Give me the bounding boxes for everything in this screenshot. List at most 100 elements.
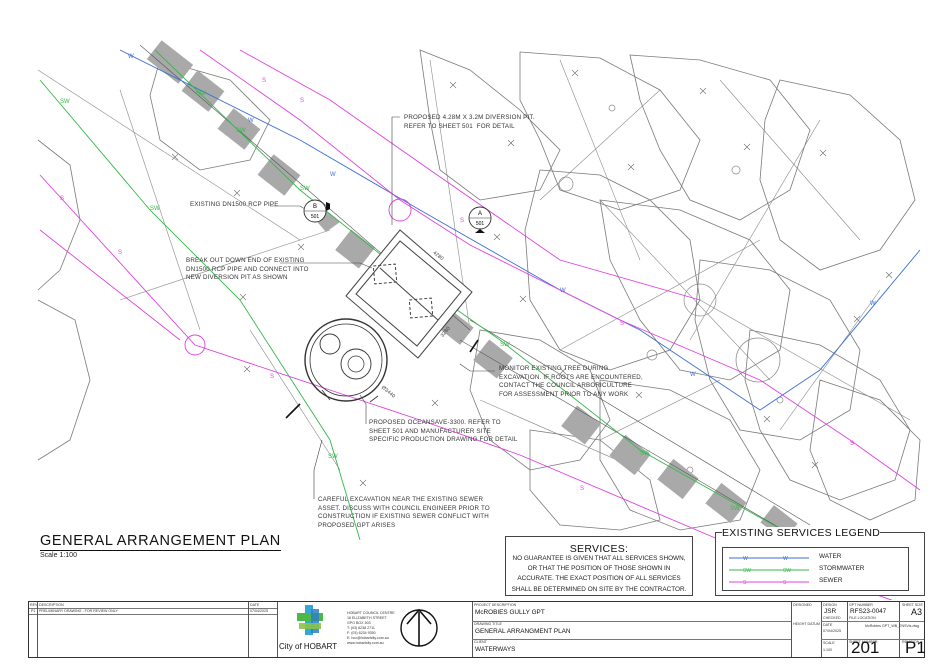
section-marker-a[interactable]: A 501 (465, 203, 495, 233)
council-line: F: (03) 6234 9350 (347, 631, 376, 635)
svg-text:SW: SW (640, 451, 650, 457)
project-value: McROBIES GULLY GPT (475, 609, 545, 616)
checked-label: CHECKED (823, 616, 841, 620)
design-value: JSR (824, 608, 837, 615)
client-label: CLIENT (474, 640, 487, 644)
council-line: E: hcc@hobartcity.com.au (347, 636, 389, 640)
note-oceansave: PROPOSED OCEANSAVE-3300. REFER TO SHEET … (369, 419, 518, 444)
rev-date: 07/04/2025 (250, 609, 268, 613)
scale-label: SCALE (823, 641, 835, 645)
diversion-pit (345, 229, 473, 359)
revision-value: P1 (905, 638, 926, 657)
council-line: GPO BOX 503 (347, 621, 371, 625)
project-label: PROJECT DESCRIPTION (474, 603, 517, 607)
services-note: SERVICES: NO GUARANTEE IS GIVEN THAT ALL… (505, 536, 693, 596)
council-line: T: (03) 6238 2711 (347, 626, 375, 630)
design-label: DESIGN (823, 603, 837, 607)
drawing-title: GENERAL ARRANGEMENT PLAN (40, 533, 281, 551)
note-monitor-tree: MONITOR EXISTING TREE DURING EXCAVATION.… (499, 365, 643, 398)
services-heading: SERVICES: (569, 543, 629, 555)
svg-text:W: W (743, 556, 748, 562)
svg-text:SW: SW (150, 206, 160, 212)
svg-text:S: S (783, 580, 787, 586)
sheet-size-label: SHEET SIZE (902, 603, 923, 607)
gpt-number-value: RFS23-0047 (850, 608, 887, 615)
sheet-number-value: 201 (851, 638, 880, 657)
svg-text:SW: SW (196, 91, 206, 97)
sheet-number-label: SHEET NUMBER (849, 640, 878, 644)
svg-text:S: S (850, 441, 854, 447)
legend-label-water: WATER (819, 553, 842, 560)
svg-text:S: S (300, 98, 304, 104)
date-header: DATE (250, 603, 260, 607)
scale-value: 1:100 (823, 648, 832, 652)
client-value: WATERWAYS (475, 646, 516, 653)
section-marker-b-sheet: 501 (311, 214, 320, 220)
svg-text:S: S (580, 486, 584, 492)
height-datum-label: HEIGHT DATUM (793, 622, 821, 626)
stormwater-line-icon: SW SW (729, 568, 809, 574)
file-location-label: FILE LOCATION (849, 616, 876, 620)
title-block: REV DESCRIPTION DATE P1 PRELIMINARY DRAW… (28, 601, 926, 658)
note-break-out: BREAK OUT DOWN END OF EXISTING DN1500 RC… (186, 257, 309, 282)
service-line-codes: W W W W W W SW SW SW SW SW SW SW SW SW S S S S S S… (60, 54, 876, 547)
sewer-line-icon: S S (729, 580, 809, 586)
drawing-title-value: GENERAL ARRANGMENT PLAN (475, 628, 571, 635)
date-label: DATE (823, 623, 833, 627)
svg-text:SW: SW (500, 342, 510, 348)
svg-text:S: S (262, 78, 266, 84)
svg-text:W: W (690, 372, 696, 378)
section-marker-a-letter: A (478, 211, 482, 217)
svg-text:SW: SW (60, 99, 70, 105)
section-marker-a-sheet: 501 (476, 221, 485, 227)
svg-text:W: W (330, 172, 336, 178)
rev-value: P1 (31, 609, 36, 613)
services-text: NO GUARANTEE IS GIVEN THAT ALL SERVICES … (511, 555, 687, 593)
svg-text:W: W (128, 54, 134, 60)
designed-label: DESIGNED (793, 603, 812, 607)
svg-text:SW: SW (743, 568, 751, 574)
legend-label-stormwater: STORMWATER (819, 565, 865, 572)
legend-table: W W WATER SW SW STORMWATER S S SEWER (722, 547, 909, 591)
svg-text:W: W (783, 556, 788, 562)
file-location-value: McRobies GPT_WB_ENSVis.dwg (865, 624, 920, 628)
rev-header: REV (30, 603, 38, 607)
svg-text:SW: SW (300, 186, 310, 192)
note-existing-pipe: EXISTING DN1500 RCP PIPE (190, 201, 279, 208)
svg-text:S: S (60, 196, 64, 202)
gpt-number-label: GPT NUMBER (849, 603, 873, 607)
svg-text:SW: SW (730, 506, 740, 512)
desc-header: DESCRIPTION (39, 603, 64, 607)
legend-row-water: W W WATER (723, 553, 908, 565)
svg-text:S: S (460, 218, 464, 224)
north-arrow-icon (400, 608, 438, 647)
svg-text:W: W (560, 288, 566, 294)
note-diversion-pit: PROPOSED 4.28M X 3.2M DIVERSION PIT. REF… (404, 114, 535, 130)
legend-row-sewer: S S SEWER (723, 577, 908, 589)
services-legend: EXISTING SERVICES LEGEND W W WATER SW SW… (715, 527, 925, 596)
hobart-logo-icon (297, 605, 323, 635)
revision-label: REVISION (902, 640, 920, 644)
svg-text:SW: SW (328, 454, 338, 460)
rev-desc: PRELIMINARY DRAWING - FOR REVIEW ONLY (39, 609, 118, 613)
svg-text:W: W (248, 118, 254, 124)
svg-text:S: S (270, 374, 274, 380)
section-marker-b[interactable]: B 501 (300, 196, 330, 226)
svg-text:SW: SW (783, 568, 791, 574)
oceansave-unit (304, 318, 388, 403)
council-line: HOBART COUNCIL CENTRE (347, 611, 395, 615)
svg-text:W: W (870, 301, 876, 307)
water-line-icon: W W (729, 556, 809, 562)
svg-text:SW: SW (236, 128, 246, 134)
legend-heading: EXISTING SERVICES LEGEND (722, 527, 881, 539)
drawing-scale: Scale 1:100 (40, 552, 77, 559)
note-careful-excavation: CAREFUL EXCAVATION NEAR THE EXISTING SEW… (318, 496, 490, 529)
drawing-title-label: DRAWING TITLE (474, 622, 502, 626)
sheet-size-value: A3 (911, 607, 923, 617)
svg-text:S: S (620, 321, 624, 327)
legend-label-sewer: SEWER (819, 577, 843, 584)
survey-marks (171, 69, 893, 487)
logo-text: City of HOBART (279, 642, 338, 651)
svg-text:S: S (118, 250, 122, 256)
